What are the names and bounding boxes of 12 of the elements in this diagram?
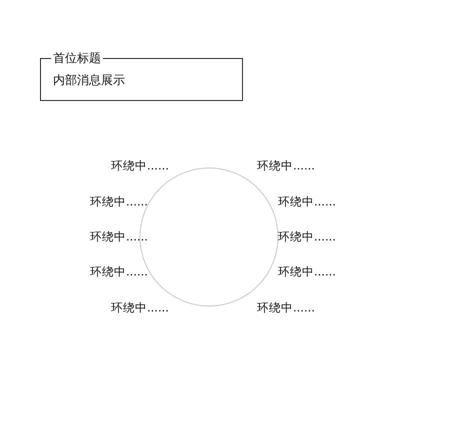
orbit-label: 环绕中......	[111, 300, 169, 316]
frame-text: 内部消息展示	[53, 72, 125, 88]
orbit-label: 环绕中......	[90, 194, 148, 210]
orbit-label: 环绕中......	[278, 194, 336, 210]
orbit-label: 环绕中......	[90, 264, 148, 280]
orbit-label: 环绕中......	[257, 158, 315, 174]
orbit-label: 环绕中......	[90, 230, 148, 244]
orbit-label: 环绕中......	[278, 264, 336, 280]
frame-title: 首位标题	[51, 50, 103, 66]
orbit-label: 环绕中......	[111, 158, 169, 174]
orbit-label: 环绕中......	[278, 230, 336, 244]
orbit-label: 环绕中......	[257, 300, 315, 316]
